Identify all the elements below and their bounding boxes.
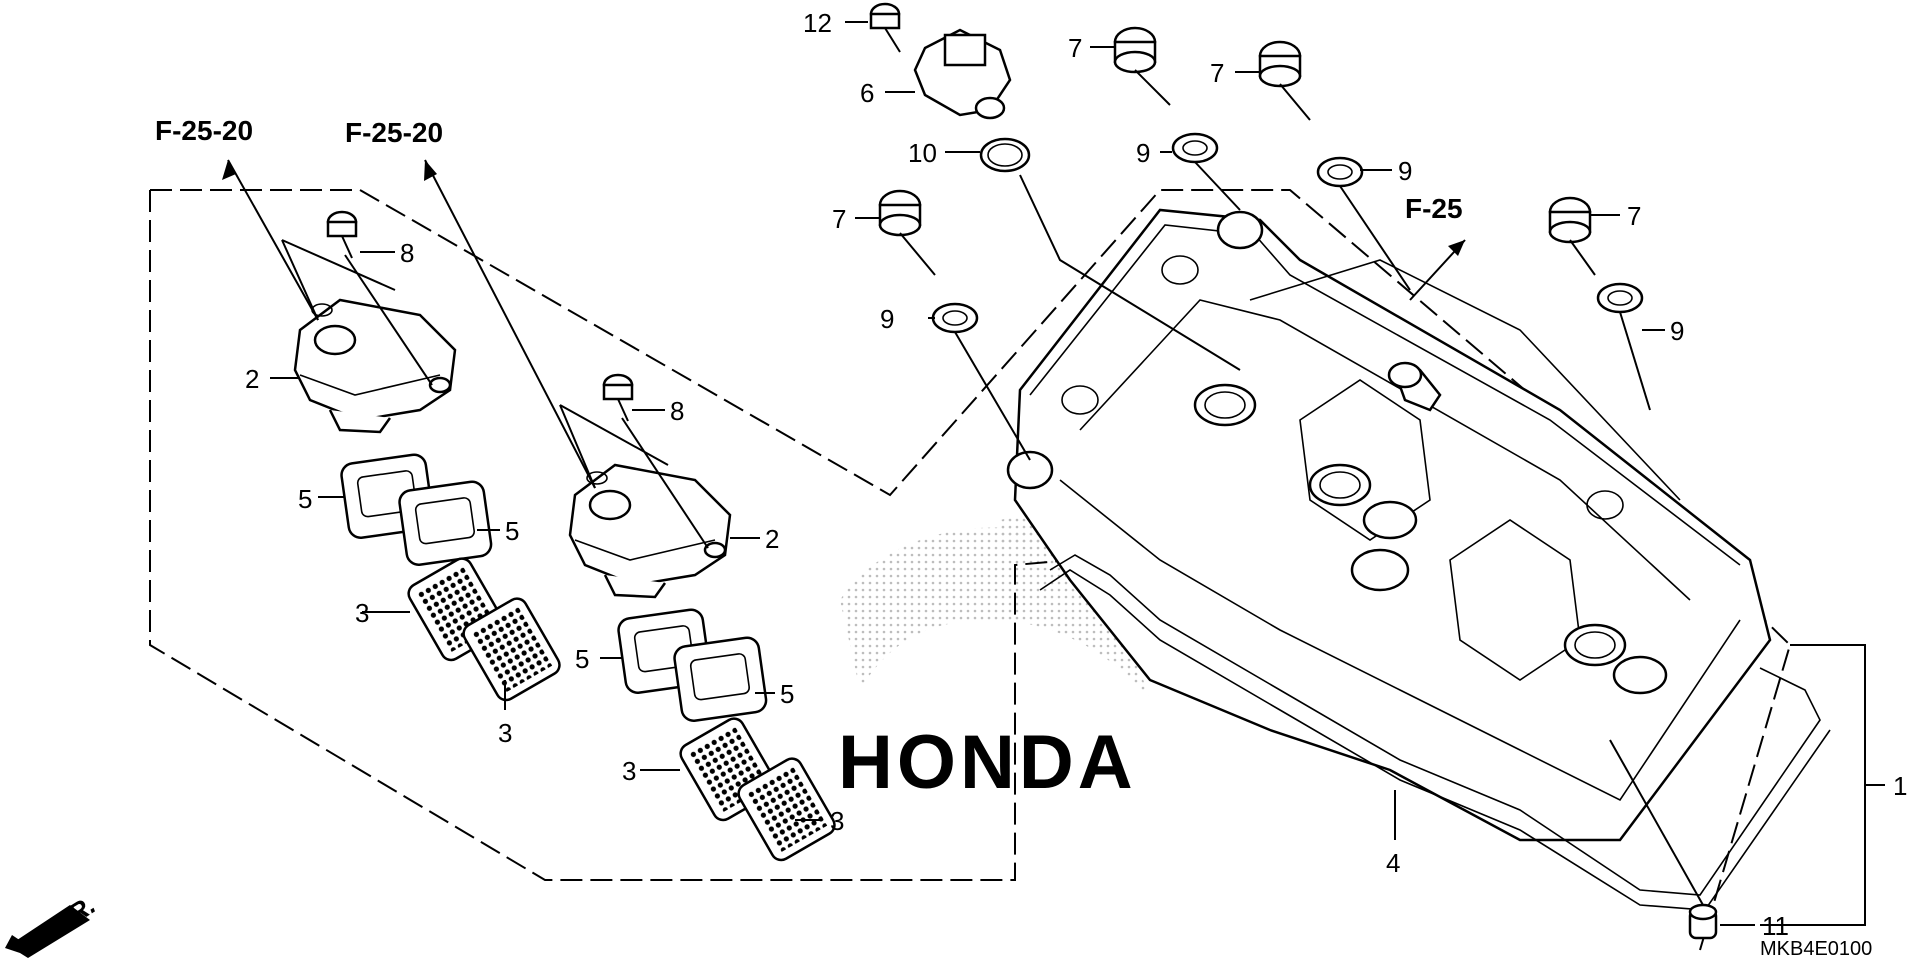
part-label-1: 1 [1893, 771, 1907, 801]
part-label-11: 11 [1762, 911, 1789, 941]
forward-arrow-icon [5, 905, 90, 958]
part-label-3-d: 3 [830, 806, 844, 836]
reference-label-f-25: F-25 [1405, 193, 1463, 224]
part-label-9-c: 9 [880, 304, 894, 334]
part-label-10: 10 [908, 138, 937, 168]
part-label-7-a: 7 [1068, 33, 1082, 63]
cylinder-head-cover [1006, 208, 1772, 842]
part-label-8-b: 8 [670, 396, 684, 426]
part-label-3-c: 3 [622, 756, 636, 786]
part-number-labels: 1 2 2 3 3 3 3 4 5 5 5 5 6 7 7 7 7 8 8 9 … [245, 8, 1907, 941]
bolts-and-washers [878, 26, 1651, 461]
head-cover-gasket [1039, 554, 1831, 911]
part-label-5-c: 5 [575, 644, 589, 674]
part-label-4: 4 [1386, 848, 1400, 878]
reference-label-f-25-20-left: F-25-20 [155, 115, 253, 146]
part-label-2-left: 2 [245, 364, 259, 394]
reference-labels: F-25-20 F-25-20 F-25 [155, 115, 1463, 224]
part-label-7-c: 7 [832, 204, 846, 234]
plug-seals [340, 453, 768, 722]
part-label-2-right: 2 [765, 524, 779, 554]
bolt-7-c [878, 189, 1031, 461]
bolt-8-left [326, 210, 433, 386]
dowel-pin [1609, 739, 1718, 940]
part-label-9-a: 9 [1136, 138, 1150, 168]
diagram-code: MKB4E0100 [1760, 938, 1872, 960]
part-label-3-b: 3 [498, 718, 512, 748]
bolt-8-right [602, 373, 709, 549]
watermark-text: HONDA [838, 720, 1137, 805]
part-label-7-d: 7 [1627, 201, 1641, 231]
part-label-9-d: 9 [1670, 316, 1684, 346]
part-label-6: 6 [860, 78, 874, 108]
reference-arrows [222, 159, 1466, 489]
bolt-7-d [1548, 196, 1651, 411]
bolt-7-b [1258, 40, 1411, 291]
part-label-7-b: 7 [1210, 58, 1224, 88]
ignition-coil-left [293, 298, 457, 434]
reference-label-f-25-20-right: F-25-20 [345, 117, 443, 148]
ignition-coil-right [568, 463, 732, 599]
part-label-5-d: 5 [780, 679, 794, 709]
part-label-5-a: 5 [298, 484, 312, 514]
plug-holes [1006, 210, 1668, 695]
part-label-8-a: 8 [400, 238, 414, 268]
part-label-5-b: 5 [505, 516, 519, 546]
bolt-7-a [1113, 26, 1241, 211]
part-label-3-a: 3 [355, 598, 369, 628]
leader-lines [270, 21, 1885, 926]
part-label-12: 12 [803, 8, 832, 38]
cam-sensor-assembly [869, 2, 1241, 371]
part-label-9-b: 9 [1398, 156, 1412, 186]
coil-filters [407, 557, 836, 862]
